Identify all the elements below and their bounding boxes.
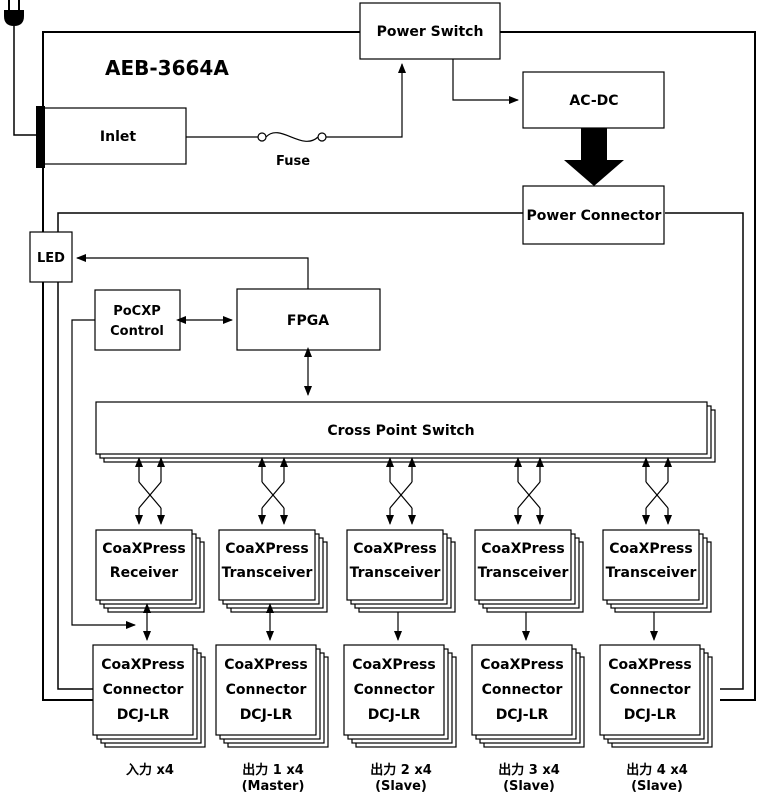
svg-text:(Slave): (Slave) xyxy=(631,779,683,793)
svg-text:Inlet: Inlet xyxy=(100,129,136,145)
module-column-3: CoaXPressTransceiverCoaXPressConnectorDC… xyxy=(343,457,457,793)
led-block: LED xyxy=(29,231,73,283)
crossover-link-5 xyxy=(642,457,672,525)
svg-text:Cross Point Switch: Cross Point Switch xyxy=(327,423,474,439)
module-column-1: CoaXPressReceiverCoaXPressConnectorDCJ-L… xyxy=(92,457,206,778)
cross-point-switch-block: Cross Point Switch xyxy=(95,401,716,463)
svg-text:DCJ-LR: DCJ-LR xyxy=(624,707,677,723)
svg-text:出力 2 x4: 出力 2 x4 xyxy=(370,762,432,778)
svg-text:DCJ-LR: DCJ-LR xyxy=(240,707,293,723)
pocxp-control-block: PoCXP Control xyxy=(94,289,181,351)
svg-text:CoaXPress: CoaXPress xyxy=(353,541,436,557)
power-switch-block: Power Switch xyxy=(359,2,501,60)
svg-text:DCJ-LR: DCJ-LR xyxy=(117,707,170,723)
diagram-title: AEB-3664A xyxy=(105,56,229,80)
svg-text:CoaXPress: CoaXPress xyxy=(481,541,564,557)
port-label-1: 入力 x4 xyxy=(126,762,174,778)
svg-text:CoaXPress: CoaXPress xyxy=(102,541,185,557)
svg-text:LED: LED xyxy=(37,251,65,266)
svg-text:入力 x4: 入力 x4 xyxy=(126,762,174,778)
crossover-link-3 xyxy=(386,457,416,525)
svg-text:PoCXP: PoCXP xyxy=(113,304,161,319)
fuse-block: Fuse xyxy=(186,63,406,169)
svg-text:CoaXPress: CoaXPress xyxy=(480,657,563,673)
crossover-link-1 xyxy=(135,457,165,525)
svg-text:CoaXPress: CoaXPress xyxy=(224,657,307,673)
port-label-2: 出力 1 x4(Master) xyxy=(242,762,305,793)
port-label-4: 出力 3 x4(Slave) xyxy=(498,762,560,793)
svg-text:CoaXPress: CoaXPress xyxy=(608,657,691,673)
svg-text:FPGA: FPGA xyxy=(287,313,329,329)
svg-text:Control: Control xyxy=(110,324,164,339)
svg-text:Receiver: Receiver xyxy=(110,565,178,581)
module-column-5: CoaXPressTransceiverCoaXPressConnectorDC… xyxy=(599,457,713,793)
module-column-4: CoaXPressTransceiverCoaXPressConnectorDC… xyxy=(471,457,585,793)
svg-text:CoaXPress: CoaXPress xyxy=(225,541,308,557)
svg-text:出力 1 x4: 出力 1 x4 xyxy=(242,762,304,778)
svg-text:(Master): (Master) xyxy=(242,779,305,793)
svg-text:CoaXPress: CoaXPress xyxy=(352,657,435,673)
svg-text:Connector: Connector xyxy=(354,682,435,698)
svg-text:Connector: Connector xyxy=(226,682,307,698)
inlet-block: Inlet xyxy=(36,106,187,168)
svg-text:Transceiver: Transceiver xyxy=(350,565,441,581)
power-connector-block: Power Connector xyxy=(522,185,665,245)
svg-text:Transceiver: Transceiver xyxy=(478,565,569,581)
chassis-frame xyxy=(42,31,756,701)
port-label-3: 出力 2 x4(Slave) xyxy=(370,762,432,793)
ac-dc-block: AC-DC xyxy=(522,71,665,129)
svg-text:AC-DC: AC-DC xyxy=(569,93,618,109)
svg-text:Connector: Connector xyxy=(610,682,691,698)
svg-text:DCJ-LR: DCJ-LR xyxy=(368,707,421,723)
svg-text:出力 3 x4: 出力 3 x4 xyxy=(498,762,560,778)
svg-text:Transceiver: Transceiver xyxy=(222,565,313,581)
crossover-link-2 xyxy=(258,457,288,525)
svg-text:Power Connector: Power Connector xyxy=(527,208,662,224)
svg-text:出力 4 x4: 出力 4 x4 xyxy=(626,762,688,778)
power-flow-arrow-icon xyxy=(564,128,624,186)
svg-text:(Slave): (Slave) xyxy=(503,779,555,793)
module-column-2: CoaXPressTransceiverCoaXPressConnectorDC… xyxy=(215,457,329,793)
svg-text:DCJ-LR: DCJ-LR xyxy=(496,707,549,723)
port-label-5: 出力 4 x4(Slave) xyxy=(626,762,688,793)
svg-text:Connector: Connector xyxy=(482,682,563,698)
svg-text:CoaXPress: CoaXPress xyxy=(609,541,692,557)
svg-text:Fuse: Fuse xyxy=(276,154,310,169)
power-plug-icon xyxy=(4,0,24,26)
svg-text:CoaXPress: CoaXPress xyxy=(101,657,184,673)
crossover-link-4 xyxy=(514,457,544,525)
svg-text:Connector: Connector xyxy=(103,682,184,698)
svg-text:(Slave): (Slave) xyxy=(375,779,427,793)
fpga-block: FPGA xyxy=(236,288,381,351)
svg-text:Transceiver: Transceiver xyxy=(606,565,697,581)
svg-text:Power Switch: Power Switch xyxy=(377,24,484,40)
